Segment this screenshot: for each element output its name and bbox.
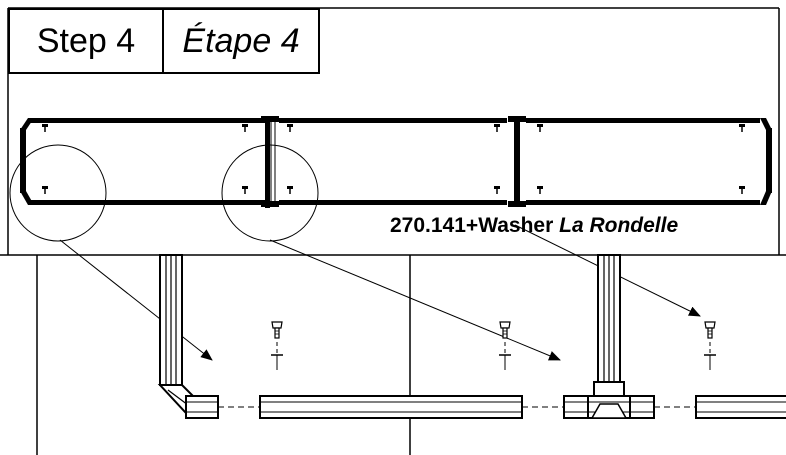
part-code: 270.141 xyxy=(390,214,466,237)
detail-left-post xyxy=(157,254,219,419)
detail-center-post xyxy=(563,254,655,419)
overview-bolts xyxy=(41,123,746,195)
detail-middle-rail xyxy=(259,395,523,419)
bolt-icon xyxy=(703,321,717,371)
bolt-icon xyxy=(498,321,512,371)
part-name-en: Washer xyxy=(478,214,554,237)
step-label-fr: Étape 4 xyxy=(162,8,320,74)
step-label-en: Step 4 xyxy=(8,8,164,74)
detail-circle-icon xyxy=(9,144,107,242)
part-joiner: + xyxy=(465,214,479,237)
arrow-icon xyxy=(59,239,213,361)
part-label: 270.141+Washer La Rondelle xyxy=(390,214,678,238)
detail-circle-icon xyxy=(221,144,319,242)
overview-frame xyxy=(20,116,772,208)
bolt-icon xyxy=(270,321,284,371)
arrow-icon xyxy=(269,239,561,361)
part-name-fr: La Rondelle xyxy=(559,214,679,237)
detail-right-rail xyxy=(695,395,786,419)
